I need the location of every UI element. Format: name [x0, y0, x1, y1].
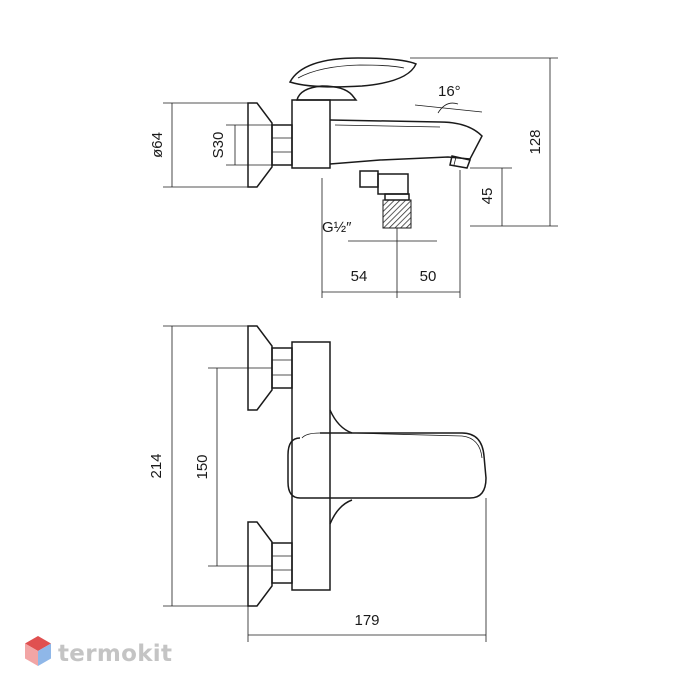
side-diverter-fitting	[359, 170, 379, 188]
dim-overall-depth: 179	[354, 612, 379, 629]
dim-offset-left: 54	[351, 268, 368, 285]
top-hex-nut-upper	[271, 347, 293, 389]
side-handle-stem	[296, 85, 358, 101]
brand-name: termokit	[58, 641, 173, 667]
side-mixer-body	[291, 99, 331, 169]
side-view: ø64 S30 16° 128 45 G½″ 54 50	[149, 57, 558, 298]
side-aerator	[449, 155, 472, 169]
side-hex-nut	[271, 124, 293, 166]
top-wall-flange-lower	[247, 521, 273, 607]
top-mixer-body	[291, 341, 331, 591]
dim-nut-size: S30	[210, 132, 227, 159]
top-spout	[287, 432, 487, 499]
dim-offset-right: 50	[420, 268, 437, 285]
dim-spout-angle: 16°	[438, 83, 461, 100]
dim-outlet-height: 45	[479, 188, 496, 205]
side-thread-connection	[382, 199, 412, 229]
termokit-logo-icon	[25, 636, 51, 666]
top-hex-nut-lower	[271, 542, 293, 584]
dim-center-distance: 150	[194, 454, 211, 479]
dim-connection-thread: G½″	[322, 219, 352, 236]
dim-total-height: 128	[527, 129, 544, 154]
top-view: 214 150 179	[148, 325, 487, 642]
dim-flange-diameter: ø64	[149, 132, 166, 158]
side-wall-flange	[247, 102, 273, 188]
side-lever	[288, 57, 417, 88]
top-wall-flange-upper	[247, 325, 273, 411]
dim-overall-height: 214	[148, 453, 165, 478]
